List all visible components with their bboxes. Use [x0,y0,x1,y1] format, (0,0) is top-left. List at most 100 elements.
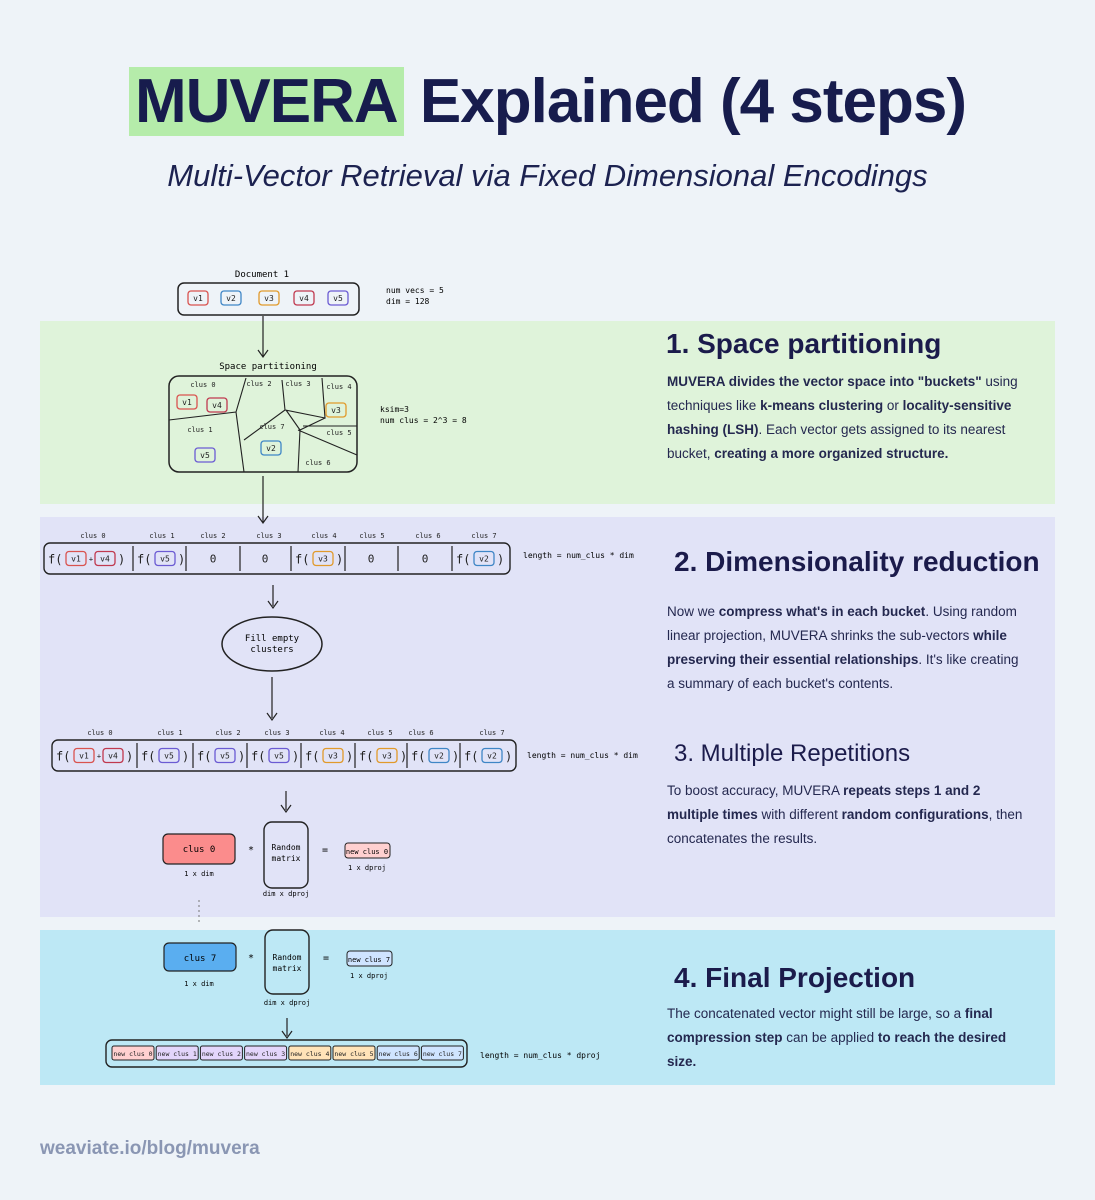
row1-box [43,542,511,575]
row2-f-open: f( [464,750,478,764]
arrow-head [281,1030,293,1040]
partition-clus-2: clus 2 [246,380,271,388]
arrow-head [257,349,269,359]
step-1-text: . Each vector gets assigned to its neare… [667,422,1006,461]
doc-vector-v3 [258,290,280,306]
doc-vector-v3-label: v3 [264,294,274,303]
step-3-text: , then concatenates the results. [667,807,1023,846]
row1-v5-label: v5 [160,555,170,564]
proj-in-dim-label: 1 x dim [184,870,214,878]
row1-v1 [65,550,87,567]
row2-f-open: f( [305,750,319,764]
page-title: MUVERA Explained (4 steps) [0,66,1095,137]
partition-box [168,375,358,473]
row2-clus-3: clus 3 [264,729,289,737]
title-highlight: MUVERA [129,67,404,136]
row2-f-close: ) [182,750,189,764]
arrow-head [280,804,292,814]
row1-clus-6: clus 6 [415,532,440,540]
row2-clus-1: clus 1 [157,729,182,737]
step-3-heading: 3. Multiple Repetitions [674,740,911,767]
step-4-text: The concatenated vector might still be l… [667,1006,965,1021]
proj-out-clus-0 [344,842,391,859]
doc-info-vecs: num vecs = 5 [386,286,444,295]
final-cell-4-label: new clus 4 [290,1050,329,1058]
row2-f-close: ) [238,750,245,764]
row1-f-open: f( [48,553,62,567]
row2-f-open: f( [197,750,211,764]
row2-v3 [322,747,344,764]
step-2-text: . Using random linear projection, MUVERA… [667,604,1017,643]
partition-vector-v3-label: v3 [331,406,341,415]
row1-clus-0: clus 0 [80,532,105,540]
fill-empty-clusters-node [221,616,323,672]
doc-vector-v2-label: v2 [226,294,236,303]
partition-clus-5: clus 5 [326,429,351,437]
document-box [177,282,360,316]
doc-vector-v4 [293,290,315,306]
final-cell-3-label: new clus 3 [246,1050,285,1058]
row1-v3-label: v3 [318,555,328,564]
final-cell-3 [244,1045,288,1061]
row2-v5 [158,747,180,764]
row2-v3-label: v3 [382,752,392,761]
partition-info-clus: num clus = 2^3 = 8 [380,416,467,425]
final-cell-0 [111,1045,155,1061]
row1-f-close: ) [178,553,185,567]
final-cell-7 [420,1045,464,1061]
row2-v5 [268,747,290,764]
proj-out-clus-7 [346,950,393,967]
row1-v4-label: v4 [100,555,110,564]
row2-f-close: ) [346,750,353,764]
random-matrix-7-label-1: Random [273,953,302,962]
row1-clus-2: clus 2 [200,532,225,540]
final-cell-4 [288,1045,332,1061]
row1-f-close: ) [118,553,125,567]
final-cell-6-label: new clus 6 [379,1050,418,1058]
row2-v4-label: v4 [108,752,118,761]
row1-f-open: f( [456,553,470,567]
partition-vector-v5 [194,447,216,463]
row1-zero: 0 [422,553,429,566]
step-4-body: The concatenated vector might still be l… [667,1002,1037,1074]
footer-link[interactable]: weaviate.io/blog/muvera [40,1138,260,1159]
row2-length-label: length = num_clus * dim [527,751,638,760]
row2-f-close: ) [452,750,459,764]
row2-v2-label: v2 [434,752,444,761]
random-matrix-0 [263,821,309,889]
partition-clus-7: clus 7 [259,423,284,431]
row1-clus-1: clus 1 [149,532,174,540]
row2-v3 [376,747,398,764]
step-3-bold-text: repeats steps 1 and 2 multiple times [667,783,981,822]
arrow-head [266,712,278,722]
proj-out-clus-0-label: new clus 0 [346,848,388,856]
proj-out-dim-label: 1 x dproj [348,864,386,872]
row2-clus-7: clus 7 [479,729,504,737]
step-4-text: can be applied [782,1030,878,1045]
row1-v3 [312,550,334,567]
row2-v4 [102,747,124,764]
row2-clus-0: clus 0 [87,729,112,737]
final-vector-box [105,1039,468,1068]
final-cell-5 [332,1045,376,1061]
partition-vector-v1-label: v1 [182,398,192,407]
proj-in-clus-7 [163,942,237,972]
row2-box [51,739,517,772]
row2-v5-label: v5 [164,752,174,761]
step-1-bold-text: locality-sensitive hashing (LSH) [667,398,1012,437]
times-sign: * [248,845,254,856]
step-1-text: or [883,398,903,413]
fill-label-1: Fill empty [245,634,300,644]
doc-vector-v5 [327,290,349,306]
random-matrix-0-dim: dim x dproj [263,890,309,898]
row1-length-label: length = num_clus * dim [523,551,634,560]
row2-f-close: ) [126,750,133,764]
row2-clus-4: clus 4 [319,729,344,737]
row1-f-close: ) [336,553,343,567]
partition-title: Space partitioning [219,362,317,372]
step-2-heading: 2. Dimensionality reduction [674,546,1040,577]
row2-f-close: ) [292,750,299,764]
step-2-bold-text: compress what's in each bucket [718,604,926,619]
proj-in-clus-7-label: clus 7 [184,954,217,964]
row1-zero: 0 [262,553,269,566]
